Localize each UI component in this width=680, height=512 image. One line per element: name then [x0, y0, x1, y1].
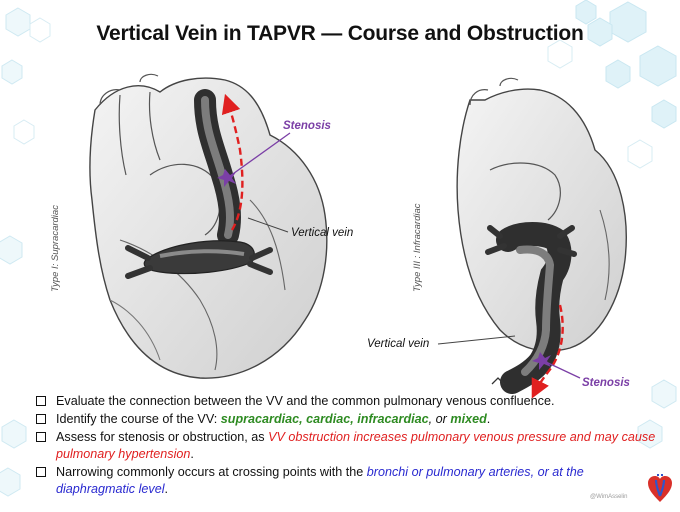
infracardiac-type-label: Type III : Infracardiac	[412, 203, 423, 292]
checkbox-icon	[36, 467, 46, 477]
supracardiac-flow-arrow	[221, 93, 244, 231]
key-points-list: Evaluate the connection between the VV a…	[36, 393, 666, 499]
page-title: Vertical Vein in TAPVR — Course and Obst…	[96, 22, 584, 45]
watermark: @WimAsselin	[590, 494, 628, 500]
infracardiac-stenosis-marker	[532, 352, 581, 379]
checkbox-icon	[36, 396, 46, 406]
course-types-text: supracardiac, cardiac, infracardiac	[220, 412, 429, 426]
supracardiac-vertical-vein-label: Vertical vein	[291, 227, 354, 239]
obstruction-warning-text: VV obstruction increases pulmonary venou…	[56, 430, 656, 461]
supracardiac-stenosis-label: Stenosis	[283, 120, 331, 132]
bullet-text: Narrowing commonly occurs at crossing po…	[56, 465, 367, 479]
infracardiac-heart	[456, 77, 627, 352]
course-mixed-text: mixed	[450, 412, 487, 426]
bullet-item: Identify the course of the VV: supracard…	[36, 411, 666, 428]
bullet-text: .	[486, 412, 491, 426]
bullet-item: Narrowing commonly occurs at crossing po…	[36, 464, 666, 498]
infracardiac-stenosis-label: Stenosis	[582, 377, 630, 389]
crossing-points-text: bronchi or pulmonary arteries, or at the…	[56, 465, 584, 496]
bullet-text: .	[190, 447, 194, 461]
infracardiac-chevron-icon	[491, 377, 505, 385]
supracardiac-vv-leader	[247, 217, 289, 233]
checkbox-icon	[36, 432, 46, 442]
infracardiac-flow-arrow	[531, 304, 564, 399]
bullet-item: Assess for stenosis or obstruction, as V…	[36, 429, 666, 463]
supracardiac-stenosis-marker	[217, 132, 291, 187]
bullet-text: , or	[428, 412, 451, 426]
infracardiac-vertical-vein	[485, 222, 577, 394]
heart-logo-icon	[648, 474, 672, 502]
bullet-text: .	[164, 482, 169, 496]
bullet-item: Evaluate the connection between the VV a…	[36, 393, 666, 410]
checkbox-icon	[36, 414, 46, 424]
supracardiac-type-label: Type I: Supracardiac	[50, 205, 61, 292]
bullet-text: Identify the course of the VV:	[56, 412, 221, 426]
infracardiac-vv-leader	[437, 335, 516, 345]
supracardiac-vertical-vein	[125, 89, 273, 279]
bullet-text: Evaluate the connection between the VV a…	[56, 394, 555, 408]
bullet-text: Assess for stenosis or obstruction, as	[56, 430, 269, 444]
supracardiac-heart	[89, 73, 328, 379]
infracardiac-vertical-vein-label: Vertical vein	[367, 338, 430, 350]
